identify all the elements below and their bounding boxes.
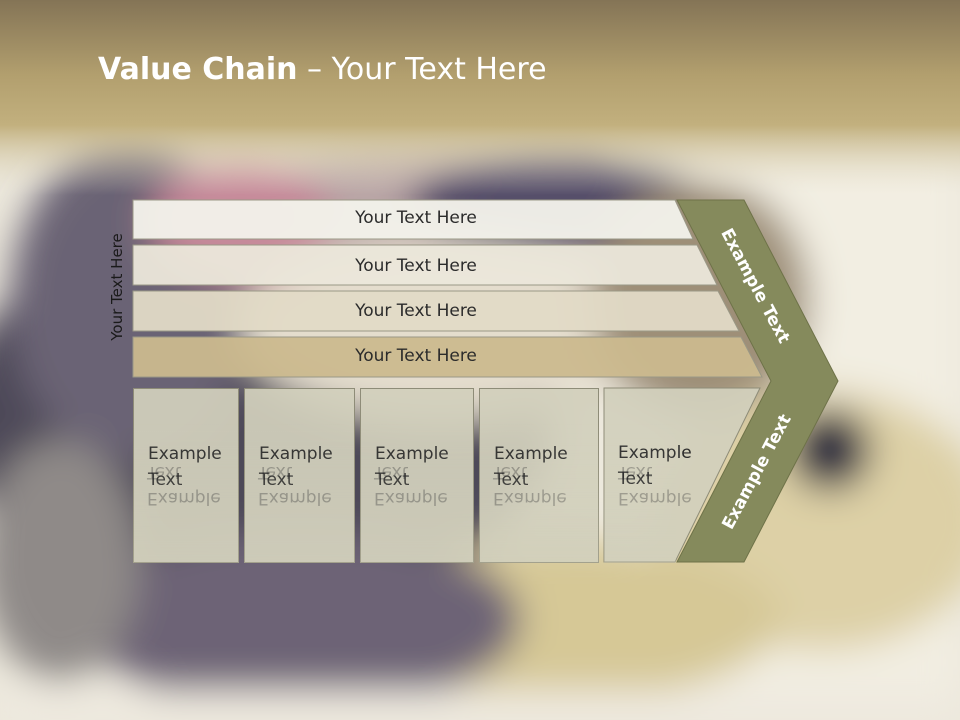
- box-5-line-1: Example: [618, 443, 692, 463]
- bar-label-3: Your Text Here: [355, 301, 477, 321]
- bar-3: [132, 290, 740, 332]
- box-4-line-1: Example: [494, 444, 568, 464]
- slide-title-rest: – Your Text Here: [297, 52, 547, 87]
- bar-4: [132, 336, 763, 378]
- box-4-line-2: Text: [494, 470, 529, 490]
- box-1-line-1: Example: [148, 444, 222, 464]
- box-5-shape: [603, 387, 761, 563]
- box-2-line-1: Example: [259, 444, 333, 464]
- chevron-arrow: [676, 199, 839, 563]
- slide-title: Value Chain – Your Text Here: [98, 52, 547, 87]
- bar-label-1: Your Text Here: [355, 208, 477, 228]
- bar-label-2: Your Text Here: [355, 256, 477, 276]
- bar-1: [132, 199, 694, 240]
- bar-label-4: Your Text Here: [355, 346, 477, 366]
- box-2-line-2: Text: [259, 470, 294, 490]
- box-5-line-2: Text: [618, 469, 653, 489]
- bar-2: [132, 244, 718, 286]
- box-3-line-1: Example: [375, 444, 449, 464]
- box-1-line-2: Text: [148, 470, 183, 490]
- slide-title-bold: Value Chain: [98, 52, 298, 87]
- box-3-line-2: Text: [375, 470, 410, 490]
